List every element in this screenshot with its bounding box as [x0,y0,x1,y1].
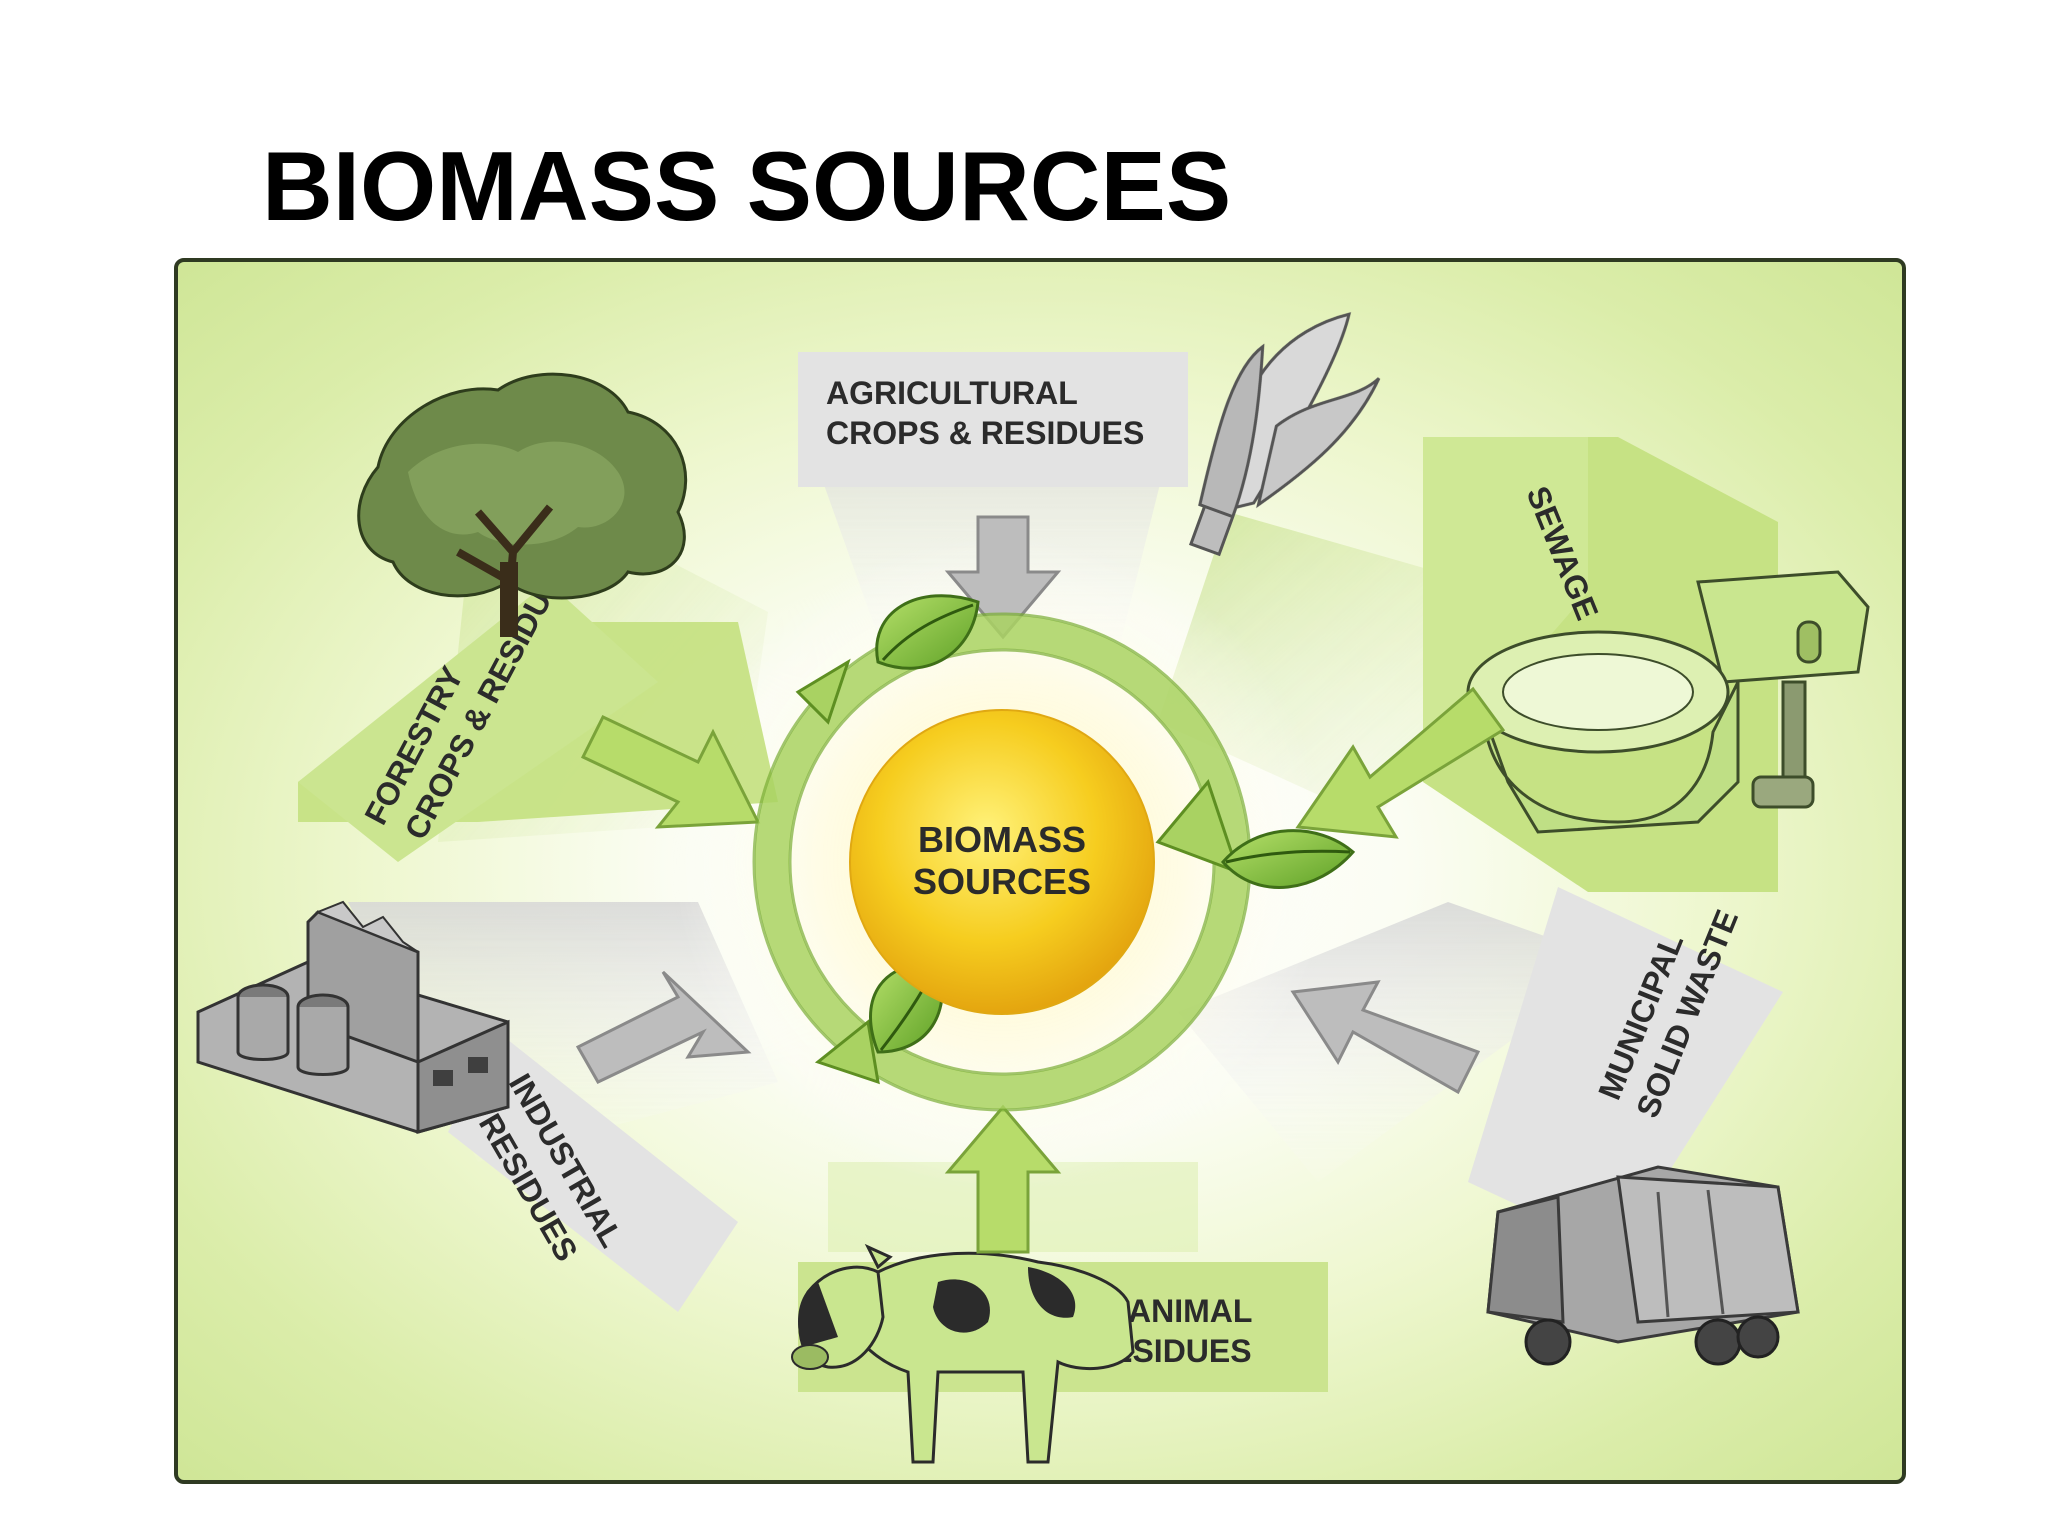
tree-icon [357,372,688,637]
agricultural-label-line1: AGRICULTURAL [826,375,1078,411]
sewage-source: SEWAGE [1295,437,1870,892]
cycle-arrowhead-left [795,658,851,725]
slide-title: BIOMASS SOURCES [262,131,1232,241]
agricultural-source: AGRICULTURAL CROPS & RESIDUES [798,312,1381,640]
leaf-icon-right [1221,829,1356,889]
center-cycle: BIOMASS SOURCES [752,594,1356,1112]
center-label-line2: SOURCES [913,861,1091,902]
forestry-panel [298,582,658,862]
sewage-arrow [1295,686,1506,839]
center-sun [849,709,1155,1015]
garbage-truck-icon [1486,1165,1800,1366]
animal-label-line1: ANIMAL [1128,1293,1252,1329]
municipal-source: MUNICIPAL SOLID WASTE [1290,887,1800,1366]
biomass-diagram: AGRICULTURAL CROPS & RESIDUES SEWAGE [174,258,1906,1484]
animal-source: ANIMAL RESIDUES [791,1104,1328,1464]
industrial-arrow [575,970,752,1084]
agricultural-label-line2: CROPS & RESIDUES [826,415,1144,451]
cycle-arrowhead-right [1155,778,1241,875]
animal-arrow [944,1104,1062,1254]
center-label-line1: BIOMASS [918,819,1086,860]
factory-icon [196,900,510,1134]
industrial-panel [448,1032,738,1312]
cow-icon [791,1243,1135,1464]
agricultural-arrow [944,515,1062,640]
corn-icon [1188,312,1381,557]
municipal-arrow [1290,980,1481,1095]
municipal-panel [1468,887,1783,1252]
cycle-arrowhead-bottom [814,1019,880,1085]
forestry-arrow [580,715,761,829]
toilet-icon [1466,570,1870,834]
diagram-canvas: AGRICULTURAL CROPS & RESIDUES SEWAGE [196,312,1870,1464]
agricultural-panel [798,352,1188,487]
